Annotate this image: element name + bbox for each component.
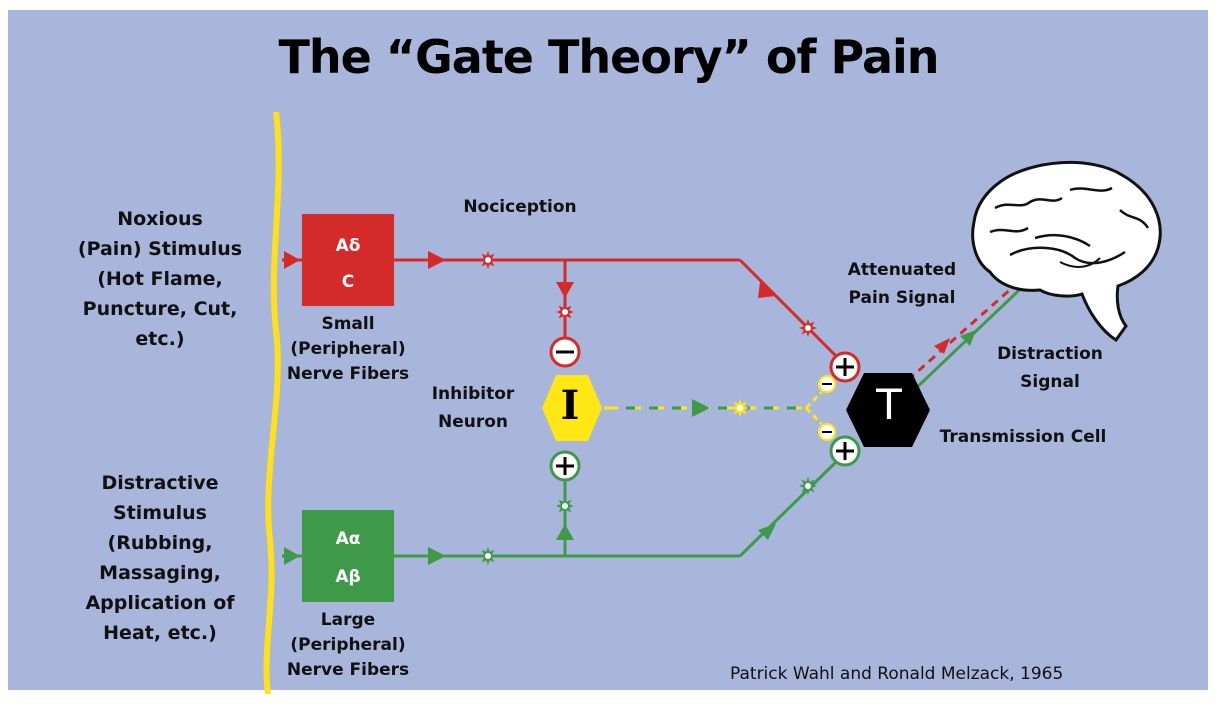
transmission-cell-label: Transmission Cell [928, 422, 1118, 452]
distraction-line: Distraction [980, 340, 1120, 368]
distraction-plus-icon [831, 437, 859, 465]
distractive-line: Massaging, [58, 558, 262, 588]
gate-minus-bottom-icon [819, 424, 835, 440]
inhibit-minus-icon [551, 338, 579, 366]
distractive-line: Distractive [58, 468, 262, 498]
inhibitor-symbol: I [548, 382, 592, 429]
small-fiber-type-c: C [302, 264, 394, 300]
distractive-line: (Rubbing, [58, 528, 262, 558]
large-fibers-line: (Peripheral) [268, 633, 428, 658]
noxious-line: (Pain) Stimulus [60, 234, 260, 264]
large-fiber-type-aalpha: Aα [302, 520, 394, 558]
inhibitor-burst-icon-center [737, 405, 743, 411]
noxious-line: etc.) [60, 324, 260, 354]
large-fibers-line: Large [268, 608, 428, 633]
nociception-label: Nociception [440, 192, 600, 222]
distraction-signal-label: Distraction Signal [980, 340, 1120, 396]
large-fiber-box-text: Aα Aβ [302, 520, 394, 596]
inhibitor-line: Inhibitor [418, 380, 528, 408]
transmission-symbol: T [864, 380, 914, 429]
pain-plus-icon [831, 353, 859, 381]
distraction-line: Signal [980, 368, 1120, 396]
pain-burst-icon-center [485, 257, 491, 263]
inhibitor-neuron-label: Inhibitor Neuron [418, 380, 528, 436]
large-fiber-burst-icon-center [485, 553, 491, 559]
large-fiber-burst-icon-center [562, 503, 568, 509]
credit-text: Patrick Wahl and Ronald Melzack, 1965 [730, 664, 1063, 684]
small-fibers-label: Small (Peripheral) Nerve Fibers [268, 312, 428, 387]
noxious-line: Puncture, Cut, [60, 294, 260, 324]
large-fibers-line: Nerve Fibers [268, 658, 428, 683]
gate-minus-top-icon [819, 376, 835, 392]
attenuated-line: Pain Signal [832, 284, 972, 312]
attenuated-line: Attenuated [832, 256, 972, 284]
inhibitor-line: Neuron [418, 408, 528, 436]
small-fiber-type-adelta: Aδ [302, 228, 394, 264]
pain-burst-icon-center [562, 309, 568, 315]
attenuated-pain-label: Attenuated Pain Signal [832, 256, 972, 312]
excite-plus-icon [551, 452, 579, 480]
pain-burst-icon-center [805, 325, 811, 331]
noxious-stimulus-label: Noxious (Pain) Stimulus (Hot Flame, Punc… [60, 204, 260, 354]
distractive-line: Stimulus [58, 498, 262, 528]
small-fibers-line: Small [268, 312, 428, 337]
small-fibers-line: Nerve Fibers [268, 362, 428, 387]
noxious-line: Noxious [60, 204, 260, 234]
small-fiber-box-text: Aδ C [302, 228, 394, 300]
distractive-line: Application of [58, 588, 262, 618]
distractive-stimulus-label: Distractive Stimulus (Rubbing, Massaging… [58, 468, 262, 648]
distractive-line: Heat, etc.) [58, 618, 262, 648]
page-title: The “Gate Theory” of Pain [0, 30, 1217, 84]
large-fiber-burst-icon-center [805, 483, 811, 489]
noxious-line: (Hot Flame, [60, 264, 260, 294]
large-fibers-label: Large (Peripheral) Nerve Fibers [268, 608, 428, 683]
small-fibers-line: (Peripheral) [268, 337, 428, 362]
large-fiber-type-abeta: Aβ [302, 558, 394, 596]
